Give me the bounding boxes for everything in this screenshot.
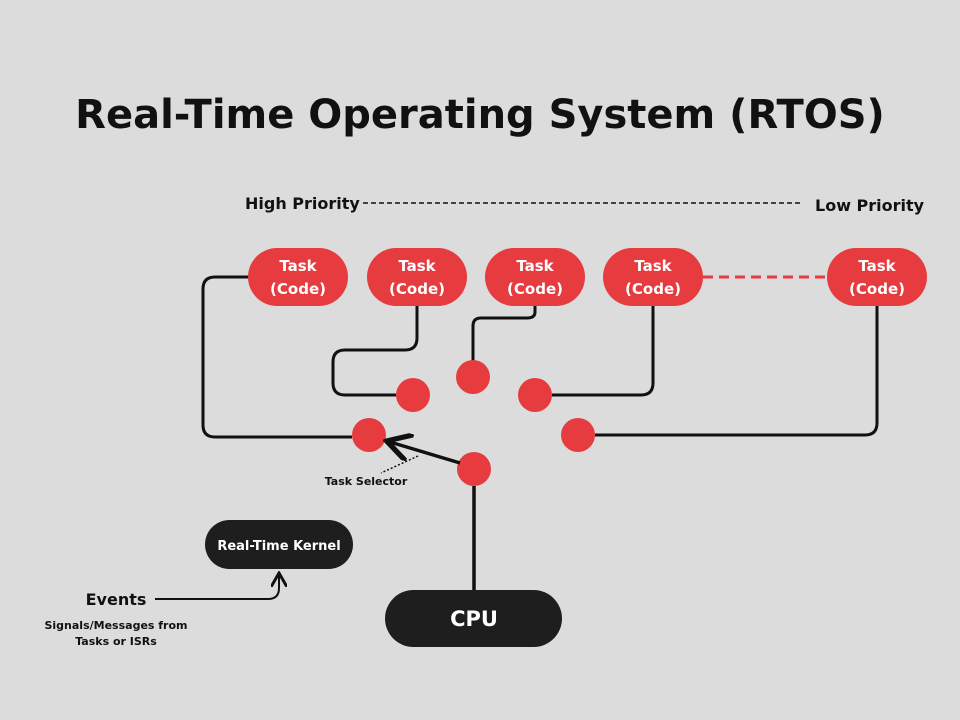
wire-task4 [552,306,655,397]
cpu-label: CPU [450,607,498,631]
task-label: Task [634,257,672,275]
events-label: Events [86,590,147,609]
task-sublabel: (Code) [507,280,563,298]
selector-contact [352,418,386,452]
task-selector-arrow [390,442,461,465]
selector-contact [396,378,430,412]
selector-contact [561,418,595,452]
kernel-label: Real-Time Kernel [217,539,340,554]
events-arrow [155,575,279,600]
task-node: Task (Code) [827,248,927,306]
task-sublabel: (Code) [849,280,905,298]
task-label: Task [398,257,436,275]
kernel-box [205,520,353,569]
events-desc-line1: Signals/Messages from [44,619,187,632]
task-node: Task (Code) [248,248,348,306]
task-node: Task (Code) [485,248,585,306]
task-label: Task [858,257,896,275]
low-priority-label: Low Priority [815,196,925,215]
selector-pivot [457,452,491,486]
wire-task3 [471,306,537,362]
events-desc-line2: Tasks or ISRs [75,635,157,648]
selector-contact [518,378,552,412]
wire-task5 [595,306,879,437]
selector-contact [456,360,490,394]
high-priority-label: High Priority [245,194,360,213]
wire-task1 [201,275,352,439]
diagram-title: Real-Time Operating System (RTOS) [75,92,885,138]
task-sublabel: (Code) [389,280,445,298]
task-node: Task (Code) [367,248,467,306]
task-selector-label: Task Selector [325,475,408,488]
task-sublabel: (Code) [625,280,681,298]
wire-task2 [331,306,419,397]
task-label: Task [279,257,317,275]
task-sublabel: (Code) [270,280,326,298]
task-node: Task (Code) [603,248,703,306]
cpu-box [385,590,562,647]
task-selector-pointer [380,455,419,474]
task-label: Task [516,257,554,275]
